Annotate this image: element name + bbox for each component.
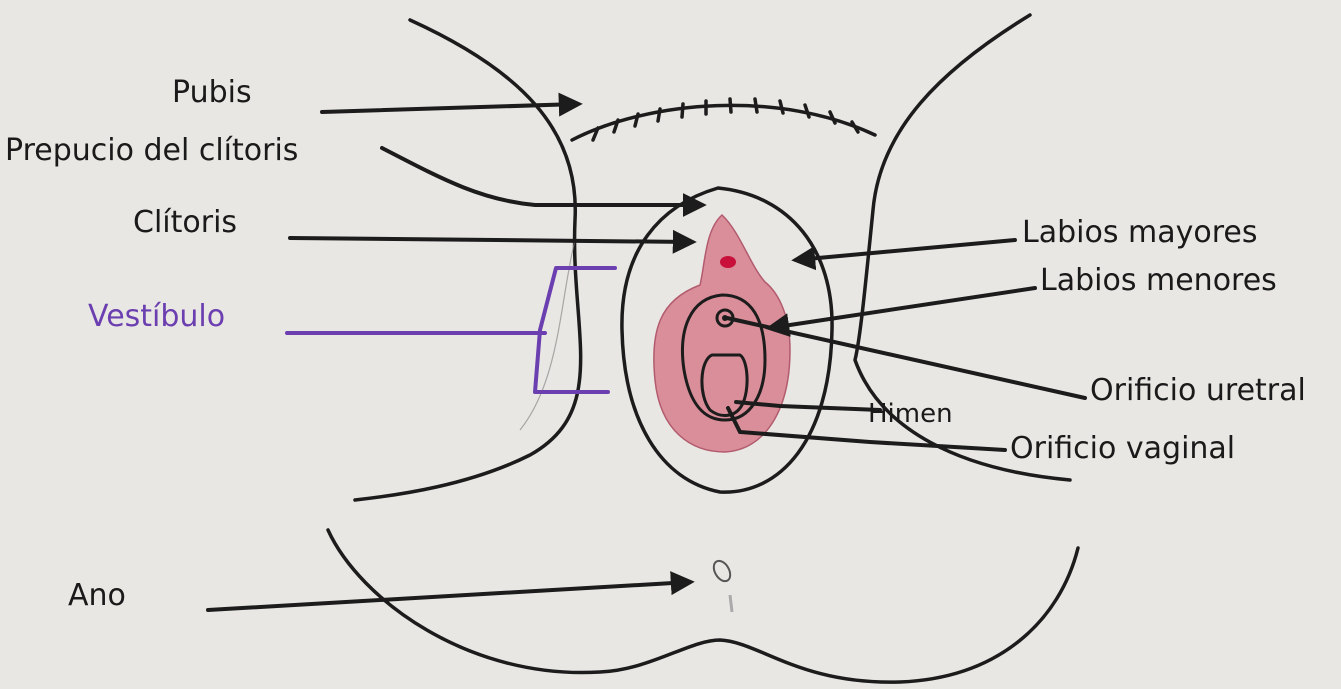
label-labios-mayores: Labios mayores <box>1022 215 1257 250</box>
label-labios-menores: Labios menores <box>1040 263 1277 298</box>
clitoris-dot <box>720 256 736 268</box>
arrow-ano <box>208 582 690 610</box>
label-ano: Ano <box>68 578 126 613</box>
label-vestibulo: Vestíbulo <box>88 299 225 334</box>
label-orificio-uretral: Orificio uretral <box>1090 373 1306 408</box>
label-clitoris: Clítoris <box>133 205 237 240</box>
label-prepucio: Prepucio del clítoris <box>5 133 298 168</box>
arrow-prepucio <box>382 148 702 205</box>
arrow-labios-mayores <box>796 240 1015 260</box>
label-himen: Himen <box>868 399 953 429</box>
anus-mark <box>710 558 733 612</box>
arrow-clitoris <box>290 238 692 242</box>
arrow-labios-menores <box>770 288 1035 328</box>
label-pubis: Pubis <box>172 75 252 110</box>
label-orificio-vaginal: Orificio vaginal <box>1010 431 1235 466</box>
